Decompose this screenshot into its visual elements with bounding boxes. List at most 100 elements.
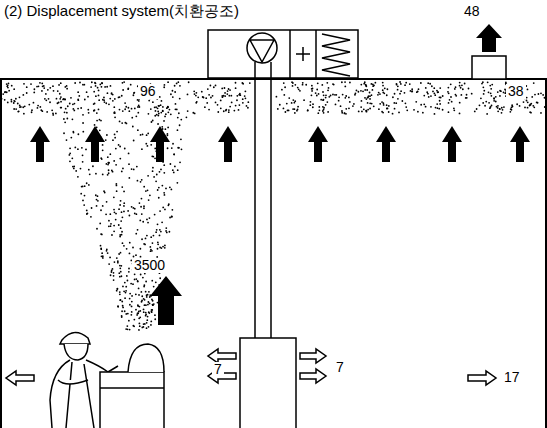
dot <box>437 107 439 109</box>
dot <box>22 94 24 96</box>
dot <box>123 210 125 212</box>
dot <box>245 97 247 99</box>
dot <box>399 81 401 83</box>
dot <box>111 93 113 95</box>
dot <box>109 98 111 100</box>
dot <box>33 102 35 104</box>
dot <box>194 93 196 95</box>
dot <box>524 106 526 108</box>
dot <box>186 116 188 118</box>
dot <box>98 90 100 92</box>
value-label: 48 <box>462 4 482 19</box>
dot <box>413 109 415 111</box>
dot <box>493 97 495 99</box>
dot <box>111 271 113 273</box>
value-label: 96 <box>138 84 158 99</box>
dot <box>283 82 285 84</box>
dot <box>322 99 324 101</box>
dot <box>386 94 388 96</box>
dot <box>120 252 122 254</box>
dot <box>106 201 108 203</box>
dot <box>107 156 109 158</box>
dot <box>292 82 294 84</box>
flow-arrow <box>218 126 238 162</box>
dot <box>19 106 21 108</box>
dot <box>137 312 139 314</box>
dot <box>47 89 49 91</box>
exhaust-grille <box>472 56 506 79</box>
dot <box>179 85 181 87</box>
dot <box>460 87 462 89</box>
dot <box>146 134 148 136</box>
dot <box>397 89 399 91</box>
dot <box>228 109 230 111</box>
dot <box>405 106 407 108</box>
dot <box>298 88 300 90</box>
dot <box>233 110 235 112</box>
dot <box>536 101 538 103</box>
dot <box>367 97 369 99</box>
dot <box>361 100 363 102</box>
dot <box>113 275 115 277</box>
dot <box>70 137 72 139</box>
dot <box>382 92 384 94</box>
dot <box>164 194 166 196</box>
dot <box>130 283 132 285</box>
dot <box>124 282 126 284</box>
dot <box>141 179 143 181</box>
dot <box>283 108 285 110</box>
dot <box>428 96 430 98</box>
dot <box>2 93 4 95</box>
dot <box>386 104 388 106</box>
dot <box>483 93 485 95</box>
dot <box>48 98 50 100</box>
dot <box>15 98 17 100</box>
dot <box>117 288 119 290</box>
dot <box>121 95 123 97</box>
dot <box>52 85 54 87</box>
dot <box>242 98 244 100</box>
dot <box>360 90 362 92</box>
dot <box>69 103 71 105</box>
dot <box>138 288 140 290</box>
dot <box>113 112 115 114</box>
dot <box>471 93 473 95</box>
dot <box>393 102 395 104</box>
dot <box>146 235 148 237</box>
wall-line <box>545 79 547 428</box>
dot <box>72 118 74 120</box>
dot <box>151 121 153 123</box>
dot <box>72 131 74 133</box>
dot <box>4 91 6 93</box>
dot <box>140 206 142 208</box>
dot <box>157 189 159 191</box>
dot <box>67 105 69 107</box>
dot <box>366 89 368 91</box>
dot <box>485 101 487 103</box>
dot <box>4 99 6 101</box>
dot <box>145 291 147 293</box>
dot <box>137 129 139 131</box>
dot <box>342 94 344 96</box>
dot <box>82 114 84 116</box>
dot <box>357 91 359 93</box>
dot <box>95 173 97 175</box>
dot <box>141 301 143 303</box>
dot <box>394 93 396 95</box>
dot <box>102 257 104 259</box>
dot <box>425 87 427 89</box>
dot <box>116 131 118 133</box>
value-label: 3500 <box>132 258 167 273</box>
dot <box>427 93 429 95</box>
dot <box>157 115 159 117</box>
dot <box>221 87 223 89</box>
dot <box>14 100 16 102</box>
dot <box>137 180 139 182</box>
dot <box>442 109 444 111</box>
dot <box>174 165 176 167</box>
dot <box>316 89 318 91</box>
dot <box>388 111 390 113</box>
dot <box>150 321 152 323</box>
dot <box>400 83 402 85</box>
dot <box>129 298 131 300</box>
